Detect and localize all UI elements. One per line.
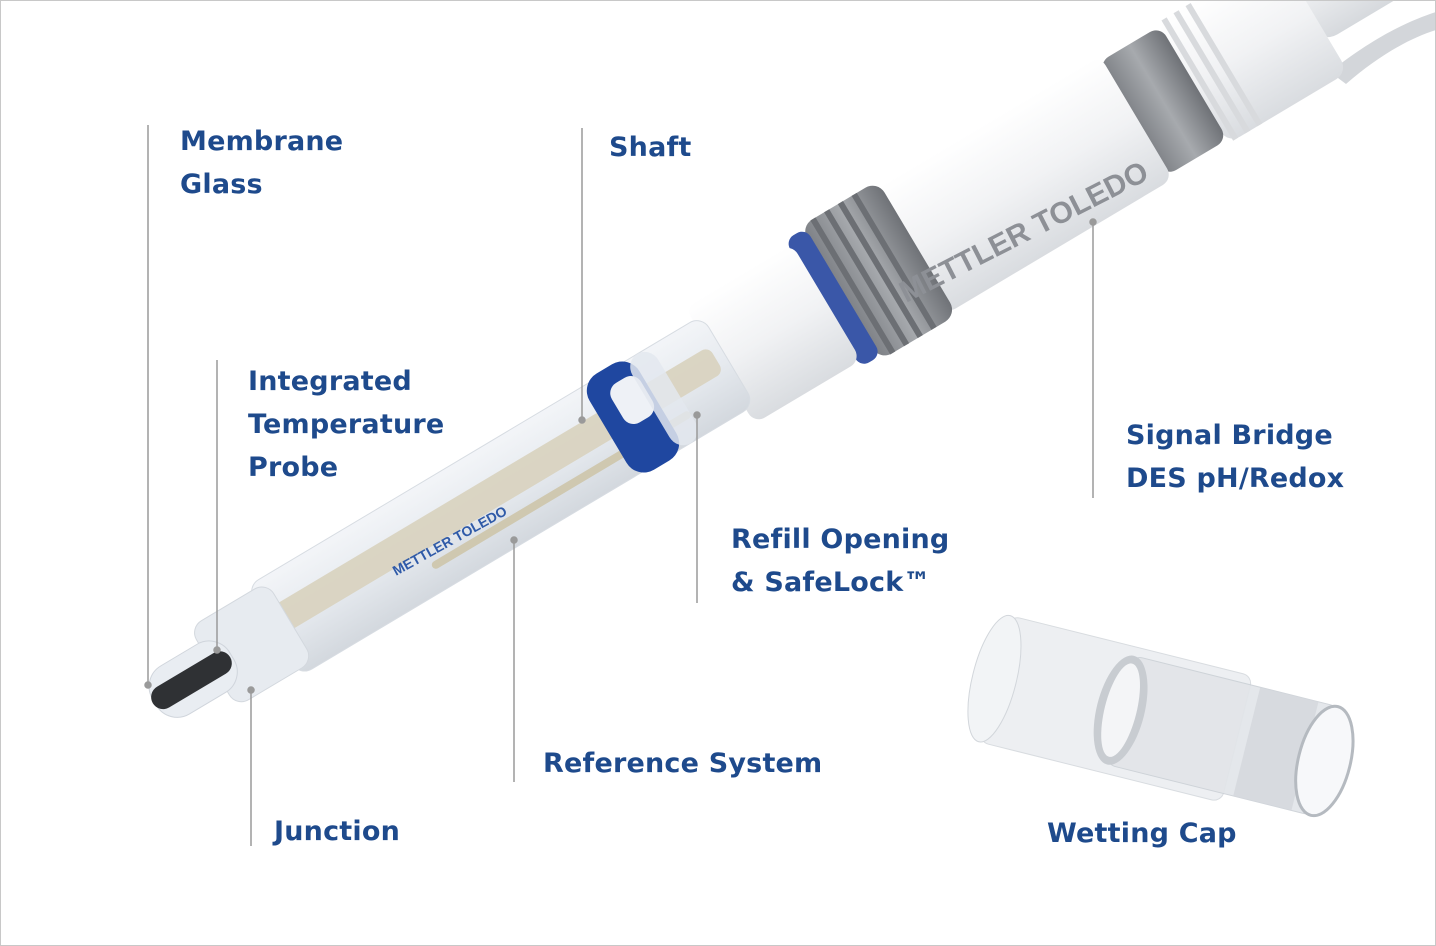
label-junction: Junction bbox=[274, 810, 400, 853]
label-wetting-cap: Wetting Cap bbox=[1047, 812, 1237, 855]
label-signal-bridge: Signal Bridge DES pH/Redox bbox=[1126, 414, 1344, 500]
label-shaft: Shaft bbox=[609, 126, 692, 169]
label-refill-opening-line2: & SafeLock™ bbox=[731, 567, 931, 598]
label-signal-bridge-line2: DES pH/Redox bbox=[1126, 463, 1345, 494]
label-temperature-probe-line1: Integrated bbox=[248, 366, 412, 397]
electrode-body bbox=[148, 0, 1408, 718]
leader-lines bbox=[144, 125, 1097, 846]
label-wetting-cap-line1: Wetting Cap bbox=[1047, 818, 1237, 849]
connector-head bbox=[1294, 0, 1408, 38]
wetting-cap bbox=[967, 614, 1355, 818]
label-reference-system: Reference System bbox=[543, 742, 822, 785]
label-junction-line1: Junction bbox=[274, 816, 401, 847]
label-temperature-probe: Integrated Temperature Probe bbox=[248, 360, 444, 489]
membrane-rod bbox=[151, 651, 232, 710]
label-membrane-glass-line1: Membrane bbox=[180, 126, 344, 157]
reference-element bbox=[196, 349, 721, 677]
label-shaft-line1: Shaft bbox=[609, 132, 692, 163]
label-membrane-glass-line2: Glass bbox=[180, 169, 263, 200]
cable bbox=[1330, 12, 1436, 84]
label-refill-opening: Refill Opening & SafeLock™ bbox=[731, 518, 949, 604]
head-body bbox=[876, 59, 1169, 311]
label-membrane-glass: Membrane Glass bbox=[180, 120, 343, 206]
label-temperature-probe-line2: Temperature bbox=[248, 409, 445, 440]
label-signal-bridge-line1: Signal Bridge bbox=[1126, 420, 1333, 451]
blue-collar bbox=[788, 231, 878, 364]
label-temperature-probe-line3: Probe bbox=[248, 452, 339, 483]
upper-grey-ring bbox=[1102, 30, 1224, 172]
label-refill-opening-line1: Refill Opening bbox=[731, 524, 950, 555]
label-reference-system-line1: Reference System bbox=[543, 748, 823, 779]
